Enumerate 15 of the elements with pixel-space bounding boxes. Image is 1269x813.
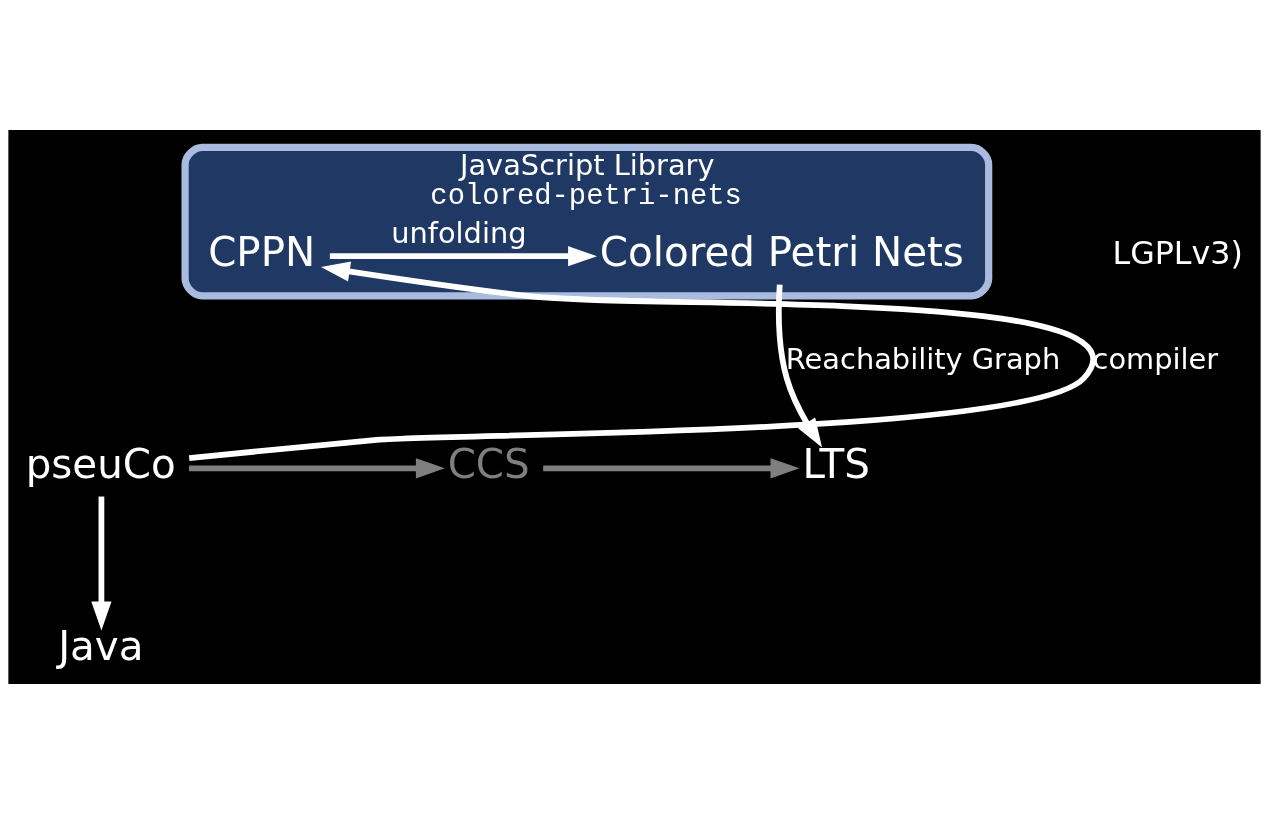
arrow <box>188 457 445 478</box>
edge-label: unfolding <box>391 215 527 250</box>
edge-label: Reachability Graph <box>785 341 1061 376</box>
arrow <box>543 457 800 478</box>
label: LGPLv3) <box>1112 234 1243 271</box>
arrow <box>329 245 598 266</box>
node-text: Java <box>58 622 144 670</box>
node-text: CPPN <box>208 228 316 276</box>
node-text: LTS <box>802 440 870 488</box>
node-text: pseuCo <box>25 440 176 488</box>
arrow <box>188 260 1095 461</box>
node-text: Colored Petri Nets <box>599 228 964 276</box>
edge-label: compiler <box>1092 341 1219 376</box>
node-text: CCS <box>447 440 530 488</box>
arrow <box>91 496 112 630</box>
